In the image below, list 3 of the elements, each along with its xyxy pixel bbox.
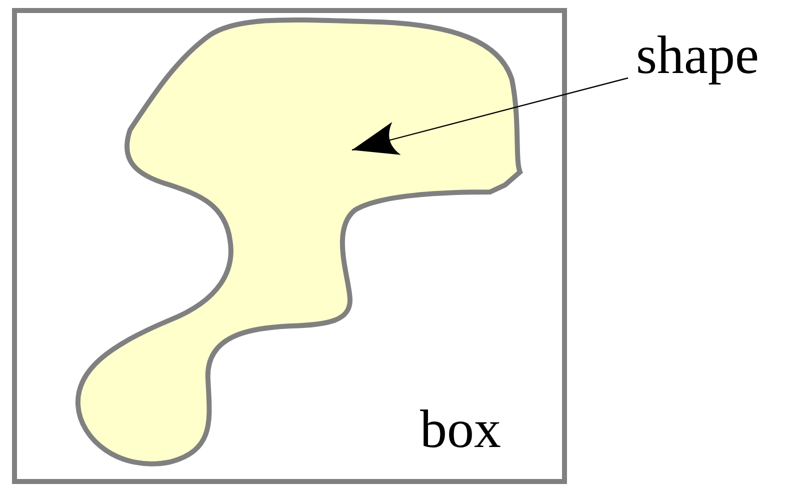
callout-label: shape: [636, 28, 800, 82]
container-box: [12, 8, 567, 484]
container-label: box: [420, 402, 501, 456]
